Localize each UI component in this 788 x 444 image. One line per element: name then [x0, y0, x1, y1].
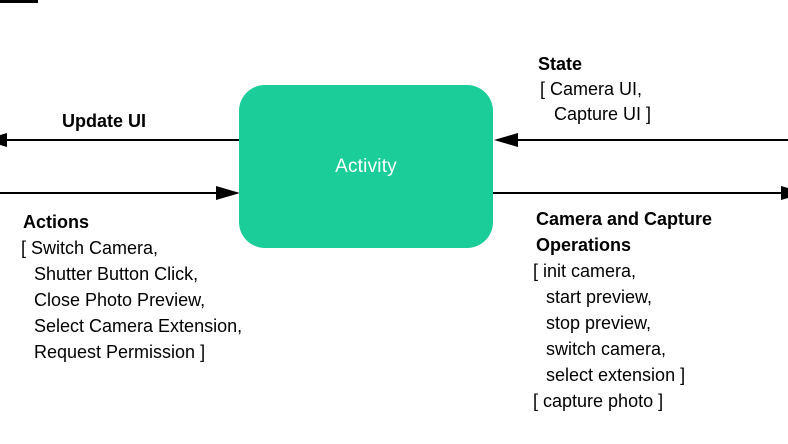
actions-item: Request Permission ] — [34, 342, 206, 362]
camera-ops-block: Camera and Capture Operations [ init cam… — [533, 206, 712, 414]
actions-item: Shutter Button Click, — [34, 264, 199, 284]
camera-ops-item: [ init camera, — [533, 261, 637, 281]
camera-ops-heading-line: Operations — [536, 235, 632, 255]
camera-ops-heading-line: Camera and Capture — [536, 209, 713, 229]
actions-item: Select Camera Extension, — [34, 316, 243, 336]
state-item: [ Camera UI, — [540, 79, 643, 99]
camera-ops-item: select extension ] — [546, 365, 686, 385]
actions-item: [ Switch Camera, — [21, 238, 159, 258]
camera-ops-item: [ capture photo ] — [533, 391, 664, 411]
actions-block: Actions [ Switch Camera, Shutter Button … — [21, 209, 242, 365]
actions-item: Close Photo Preview, — [34, 290, 206, 310]
camera-ops-item: switch camera, — [546, 339, 667, 359]
cropped-line-artifact — [0, 0, 38, 3]
camera-ops-item: stop preview, — [546, 313, 652, 333]
update-ui-label: Update UI — [62, 111, 147, 131]
state-heading: State — [538, 54, 583, 74]
activity-node-label: Activity — [335, 155, 397, 177]
state-item: Capture UI ] — [554, 104, 652, 124]
actions-heading: Actions — [23, 212, 90, 232]
state-arrowhead — [494, 133, 518, 147]
update-ui-arrowhead-cutoff — [0, 133, 7, 147]
state-block: State [ Camera UI, Capture UI ] — [538, 52, 651, 127]
camera-ops-arrowhead-cutoff — [781, 186, 788, 200]
actions-arrowhead — [216, 186, 240, 200]
camera-ops-item: start preview, — [546, 287, 653, 307]
activity-node: Activity — [239, 85, 493, 248]
